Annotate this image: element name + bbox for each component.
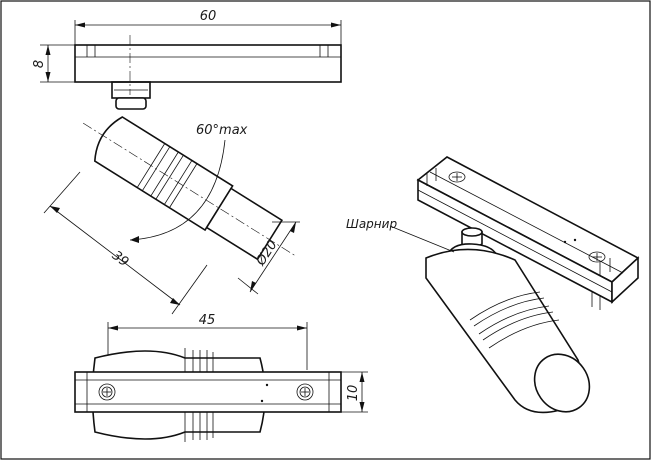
plan-view: 45 10 [74,313,368,442]
dim-angle: 60°max [196,123,248,138]
screw-icon [588,251,606,263]
isometric-view: Шарнир [346,156,640,414]
dim-bottom-width: 45 [199,313,216,328]
side-view: 60 8 [32,9,342,315]
dim-top-height: 8 [32,60,47,68]
screw-icon [98,383,116,401]
callout-joint-label: Шарнир [346,217,397,231]
screw-icon [296,383,314,401]
screw-icon [448,171,466,183]
dim-length: 39 [109,248,131,270]
dim-bottom-height: 10 [346,385,361,402]
dim-top-width: 60 [200,9,217,24]
